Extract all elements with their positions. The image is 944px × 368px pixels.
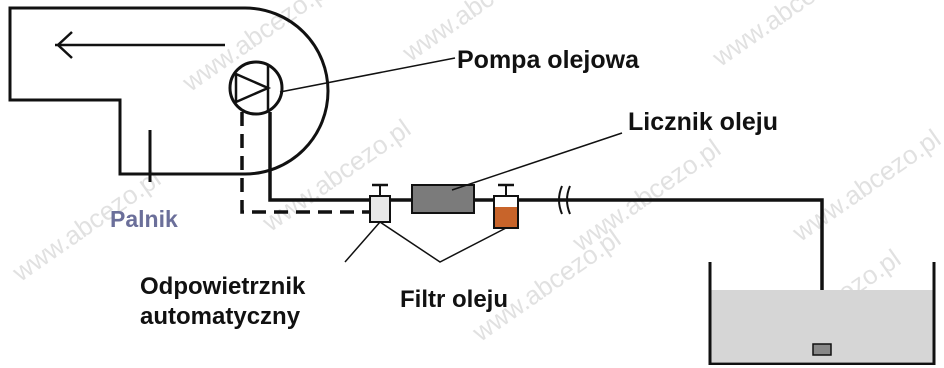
oil-tank [708,262,936,365]
return-line [240,112,372,214]
pipe-break-mark [566,185,571,215]
nozzle-icon [56,31,73,59]
burner-housing [8,6,330,176]
suction-line [268,112,824,344]
burner-label: Palnik [110,206,178,232]
oil-filter-label: Filtr oleju [400,286,508,313]
air-vent-body [369,195,391,223]
pump-icon [228,60,284,116]
oil-filter-fill [495,207,517,227]
pump-label: Pompa olejowa [457,46,639,74]
air-vent-label: Odpowietrznik automatyczny [140,272,305,332]
oil-meter-label: Licznik oleju [628,108,779,136]
meter-leader [451,132,623,191]
pump-leader [279,57,456,93]
pipe-break-mark [558,185,563,215]
air-vent-label-line2: automatyczny [140,303,301,330]
suction-strainer [812,343,832,356]
oil-meter [411,184,475,214]
pump-triangle [234,72,272,104]
air-vent-label-line1: Odpowietrznik [140,273,306,300]
vent-filter-leader [344,221,507,263]
